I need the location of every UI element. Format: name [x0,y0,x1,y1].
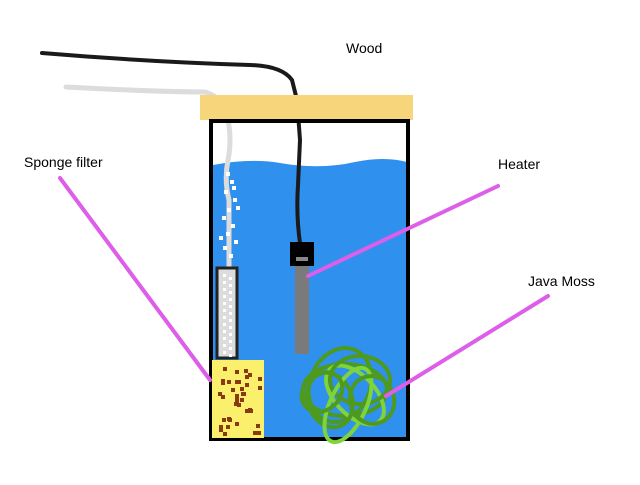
moss-strand [322,365,374,445]
sponge-dot [231,388,235,392]
sponge-filter-pointer [58,176,212,382]
sponge-dot [226,425,230,429]
bubble [231,224,235,228]
wood-lid [200,95,413,120]
tube-bubble [229,284,232,287]
bubble [223,246,227,250]
tube-bubble [229,319,232,322]
sponge-dot [240,387,244,391]
moss-strand [299,370,345,414]
tube-bubble [229,354,232,357]
sponge-dot [234,402,238,406]
tube-bubble [223,274,226,277]
java-moss-label: Java Moss [528,273,595,289]
sponge-dot [248,373,252,377]
sponge-filter-tube [215,266,239,360]
tube-bubble [223,302,226,305]
tube-bubble [223,316,226,319]
air-bubbles [219,172,240,258]
bubble [222,216,226,220]
tube-bubble [223,323,226,326]
sponge-dot [253,431,257,435]
sponge-dot [235,394,239,398]
bubble [236,206,240,210]
sponge-dot [245,383,249,387]
tube-bubble [229,340,232,343]
tube-bubble [229,326,232,329]
sponge-dot [258,377,262,381]
sponge-dot [245,409,249,413]
sponge-dot [248,408,252,412]
bubble [219,236,223,240]
sponge-dot [256,424,260,428]
bubble [229,254,233,258]
tube-bubble [229,347,232,350]
heater-label: Heater [498,156,541,172]
sponge-dot [221,379,225,383]
sponge-dot [222,418,226,422]
bubble [224,190,228,194]
sponge-dot [237,403,241,407]
tube-bubble [223,337,226,340]
bubble [232,186,236,190]
sponge-dot [235,398,239,402]
heater-cap-mark [296,257,308,261]
filter-tube-bubbles [223,274,232,357]
sponge-dot [258,386,262,390]
sponge-dot [219,428,223,432]
sponge-dot [257,431,261,435]
tube-bubble [229,333,232,336]
tube-bubble [223,344,226,347]
sponge-dot [221,395,225,399]
wood-label: Wood [346,40,383,56]
java-moss-pointer [384,294,550,398]
tube-bubble [223,351,226,354]
sponge-dot [235,370,239,374]
sponge-dots [218,367,262,436]
sponge-dot [235,422,239,426]
tube-bubble [223,288,226,291]
sponge-dot [240,398,244,402]
tube-bubble [229,277,232,280]
tube-bubble [229,305,232,308]
sponge-dot [223,432,227,436]
tube-bubble [223,330,226,333]
bubble [227,208,231,212]
sponge-dot [244,369,248,373]
tube-bubble [229,291,232,294]
bubble [226,232,230,236]
heater-cap [290,242,314,266]
bubble [233,198,237,202]
heater-body [295,262,309,354]
tank-outline [209,119,410,441]
bubble [226,172,230,176]
sponge-dot [236,380,240,384]
moss-strand [328,353,392,407]
sponge-dot [223,367,227,371]
heater-power-cord [40,51,303,245]
bubble [234,240,238,244]
tube-bubble [229,312,232,315]
bubble [230,180,234,184]
sponge-dot [227,380,231,384]
tube-bubble [223,309,226,312]
sponge-dot [227,417,231,421]
sponge-dot [218,392,222,396]
tube-bubble [229,298,232,301]
sponge-dot [245,375,249,379]
heater-pointer [306,184,500,278]
tube-bubble [223,281,226,284]
sponge-dot [242,392,246,396]
sponge-dot [219,425,223,429]
tube-bubble [223,295,226,298]
sponge-filter-label: Sponge filter [24,154,103,170]
